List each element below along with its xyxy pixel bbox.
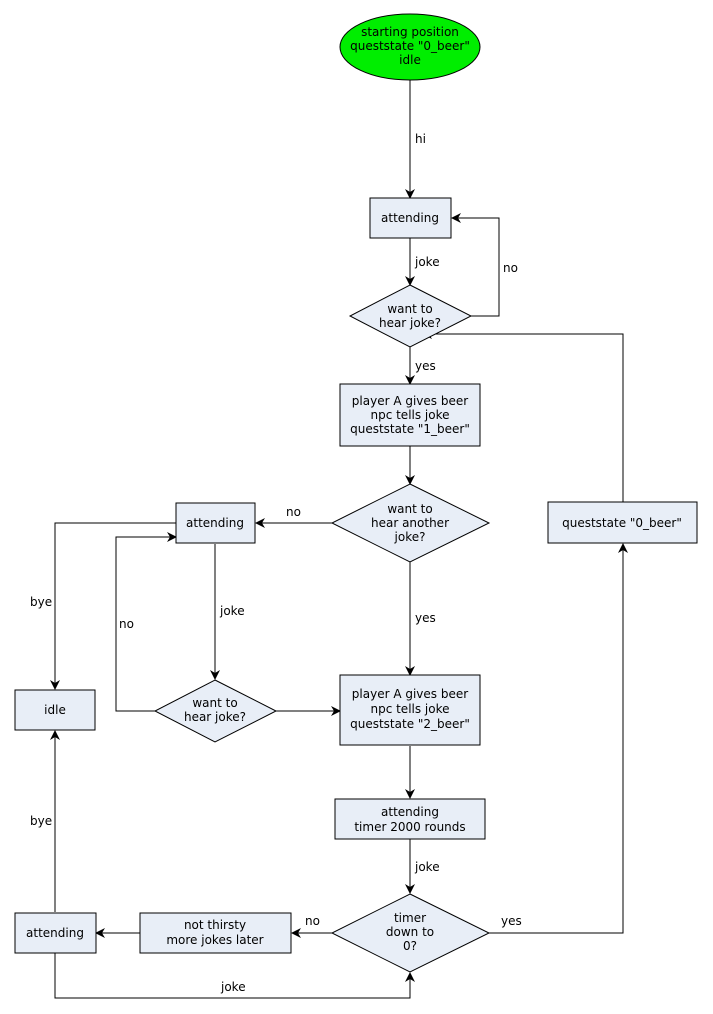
timer-down-line-1: timer [394,911,426,925]
want-another-line-3: joke? [394,530,426,544]
edge-label-yes-another: yes [415,611,436,625]
node-queststate-reset: queststate "0_beer" [547,501,698,544]
edge-labels: hi joke no yes no yes bye joke no joke n… [30,132,522,994]
edge-attending-mid-bye [50,522,176,690]
node-not-thirsty: not thirsty more jokes later [139,912,292,954]
nodes: starting position queststate "0_beer" id… [14,13,698,973]
attending-top-label: attending [381,211,439,225]
edge-label-hi: hi [415,132,426,146]
start-line-2: queststate "0_beer" [350,39,470,53]
edge-label-no-timer: no [305,914,320,928]
give-beer-2-line-1: player A gives beer [352,687,468,701]
node-want-joke-top: want to hear joke? [348,284,473,348]
edges [50,80,628,999]
node-timer-down: timer down to 0? [330,893,491,973]
attending-mid-label: attending [186,516,244,530]
timer-down-line-2: down to [386,925,434,939]
node-attending-timer: attending timer 2000 rounds [334,798,486,840]
node-attending-mid: attending [175,502,256,544]
start-line-3: idle [399,53,421,67]
node-give-beer-1: player A gives beer npc tells joke quest… [339,383,481,447]
edge-attending-bottom-joke [54,953,415,999]
attending-bottom-label: attending [26,926,84,940]
want-joke-mid-line-1: want to [192,696,237,710]
timer-down-line-3: 0? [403,939,417,953]
edge-label-bye-mid: bye [30,595,52,609]
edge-label-joke-timer: joke [414,860,440,874]
queststate-reset-label: queststate "0_beer" [562,516,682,530]
node-attending-bottom: attending [14,912,97,954]
attending-timer-line-1: attending [381,805,439,819]
start-line-1: starting position [361,25,459,39]
edge-want-joke-no-loop [451,213,500,317]
edge-label-yes-timer: yes [501,914,522,928]
attending-timer-line-2: timer 2000 rounds [354,820,465,834]
not-thirsty-line-1: not thirsty [184,918,246,932]
edge-label-joke-top: joke [414,255,440,269]
not-thirsty-line-2: more jokes later [166,933,263,947]
give-beer-2-line-3: queststate "2_beer" [350,717,470,731]
want-another-line-2: hear another [371,516,449,530]
start-ellipse [339,13,481,81]
edge-want-joke-mid-no [115,532,177,712]
give-beer-1-line-3: queststate "1_beer" [350,422,470,436]
want-another-line-1: want to [387,502,432,516]
want-joke-mid-line-2: hear joke? [184,710,246,724]
node-want-joke-mid: want to hear joke? [153,679,278,743]
idle-label: idle [44,703,66,717]
edge-timer-yes [489,543,628,934]
edge-label-joke-bottom: joke [220,980,246,994]
node-give-beer-2: player A gives beer npc tells joke quest… [339,674,481,746]
give-beer-1-line-2: npc tells joke [370,408,449,422]
edge-label-no-top: no [503,261,518,275]
give-beer-2-line-2: npc tells joke [370,702,449,716]
want-joke-top-line-2: hear joke? [379,316,441,330]
node-start: starting position queststate "0_beer" id… [339,13,481,81]
edge-label-no-mid: no [119,617,134,631]
node-attending-top: attending [369,197,452,239]
edge-label-no-another: no [286,505,301,519]
want-joke-top-line-1: want to [387,302,432,316]
edge-label-joke-mid: joke [219,604,245,618]
node-want-another: want to hear another joke? [330,483,491,563]
node-idle: idle [14,689,96,731]
edge-reset-to-want-joke [422,329,624,502]
give-beer-1-line-1: player A gives beer [352,394,468,408]
edge-label-bye-bottom: bye [30,814,52,828]
edge-label-yes-top: yes [415,359,436,373]
